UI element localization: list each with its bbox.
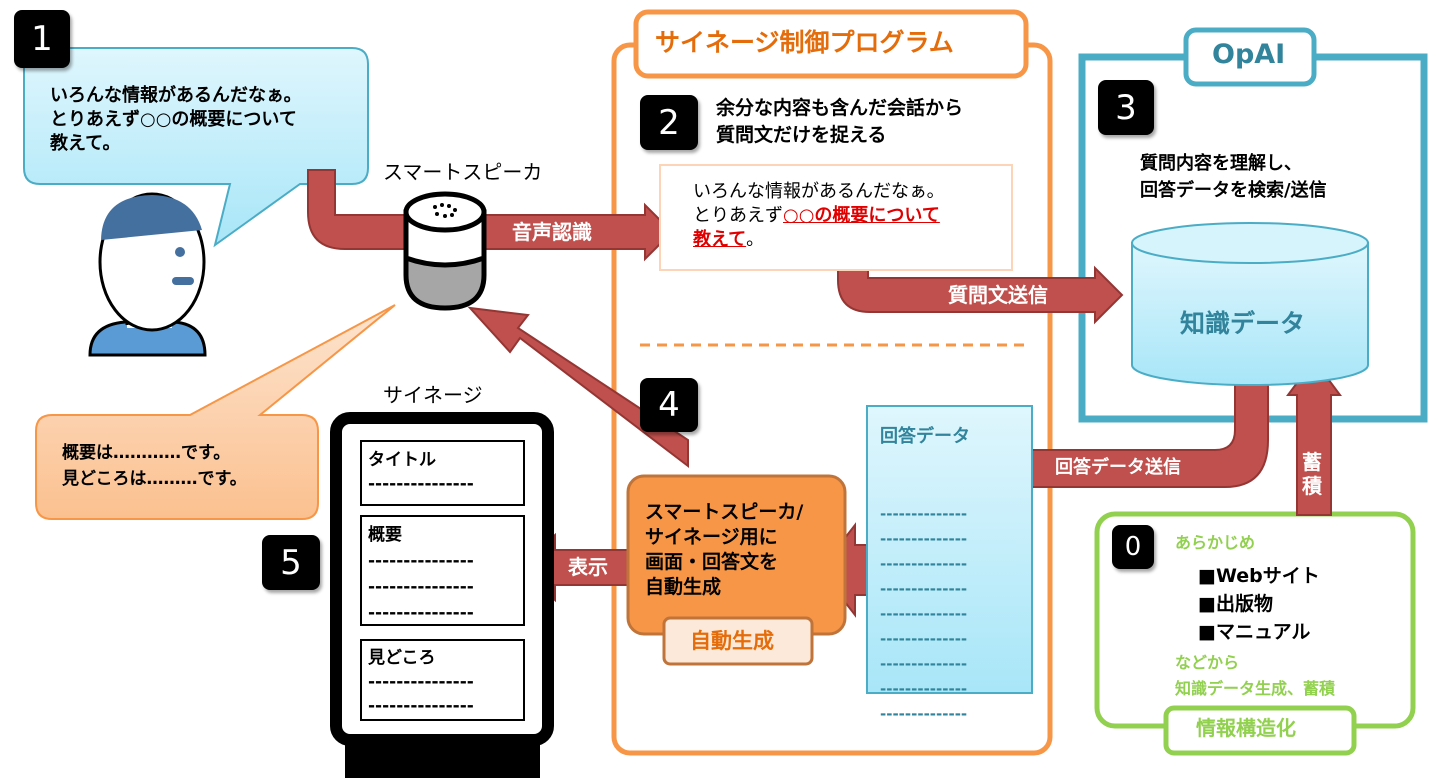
reply-bubble-text: 概要は…………です。見どころは………です。: [62, 443, 247, 489]
structure-tag-label: 情報構造化: [1196, 716, 1296, 740]
user-icon: [88, 192, 207, 357]
speech-recognition-label: 音声認識: [512, 220, 592, 244]
source-item: ■Webサイト: [1198, 565, 1320, 587]
step-3-badge: 3: [1098, 80, 1154, 135]
smart-speaker-icon: [403, 191, 487, 311]
signage-label: サイネージ: [383, 383, 483, 407]
step-2-badge: 2: [640, 95, 698, 150]
generator-text: スマートスピーカ/ サイネージ用に 画面・回答文を 自動生成: [645, 501, 804, 598]
signage-icon: [330, 412, 554, 778]
answer-data-lines: ----------------------------------------…: [880, 505, 968, 723]
step-5-badge: 5: [262, 535, 320, 590]
source-item: ■マニュアル: [1198, 621, 1311, 643]
step-3-description: 質問内容を理解し、回答データを検索/送信: [1140, 153, 1327, 201]
prep-tail: などから知識データ生成、蓄積: [1175, 653, 1336, 698]
signage-title-section: タイトル---------------: [368, 450, 474, 494]
step-2-description: 余分な内容も含んだ会話から質問文だけを捉える: [716, 97, 964, 146]
question-send-arrow: [837, 239, 1124, 325]
reply-speech-bubble: [35, 304, 396, 520]
question-quote-box: [659, 164, 1013, 271]
answer-send-arrow: [1003, 374, 1269, 488]
auto-generate-tag-label: 自動生成: [690, 629, 774, 653]
step-4-badge: 4: [640, 378, 698, 432]
knowledge-db-icon: [1131, 222, 1369, 386]
prep-source-list: ■Webサイト ■出版物 ■マニュアル: [1198, 562, 1320, 646]
opai-title-box: [1183, 27, 1317, 87]
user-bubble-text: いろんな情報があるんだなぁ。とりあえず○○の概要について教えて。: [50, 85, 302, 154]
display-label: 表示: [568, 555, 608, 579]
accumulate-label: 蓄積: [1302, 450, 1322, 498]
structure-tag: [1163, 705, 1357, 756]
signage-summary-section: 概要--------------------------------------…: [368, 525, 474, 623]
question-send-label: 質問文送信: [948, 283, 1048, 307]
auto-generate-tag: [662, 616, 814, 666]
program-title-box: [633, 9, 1029, 79]
program-title: サイネージ制御プログラム: [655, 28, 954, 57]
question-quote-text: いろんな情報があるんだなぁ。とりあえず○○の概要について教えて。: [693, 181, 945, 250]
opai-title: OpAI: [1212, 39, 1286, 70]
step-0-badge: 0: [1112, 525, 1154, 569]
answer-data-title: 回答データ: [880, 426, 970, 447]
answer-send-label: 回答データ送信: [1055, 457, 1181, 478]
signage-highlights-section: 見どころ------------------------------: [368, 648, 474, 716]
source-item: ■出版物: [1198, 593, 1273, 615]
prep-head: あらかじめ: [1175, 533, 1256, 552]
step-1-badge: 1: [14, 10, 70, 68]
speech-recognition-arrow: [307, 169, 674, 262]
knowledge-db-label: 知識データ: [1180, 309, 1306, 338]
smart-speaker-label: スマートスピーカ: [383, 160, 543, 184]
answer-data-box: [866, 405, 1033, 694]
